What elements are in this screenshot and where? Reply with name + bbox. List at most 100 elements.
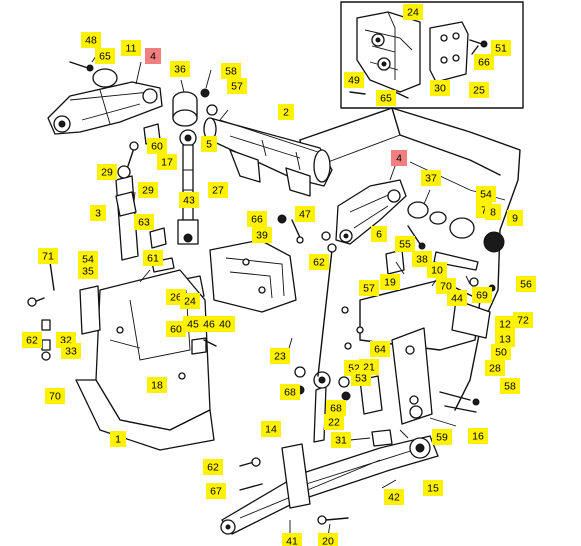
callout-text: 4 [150,51,156,63]
callout-box [199,316,219,332]
callout-box [491,40,511,56]
callout-70: 70 [45,388,65,404]
callout-50: 50 [491,344,511,360]
callout-49: 49 [344,72,364,88]
callout-box [180,293,200,309]
callout-20: 20 [318,533,338,546]
callout-text: 40 [219,319,231,331]
callout-69: 69 [472,287,492,303]
callout-text: 24 [407,7,419,19]
callout-text: 42 [388,492,400,504]
callout-box [206,483,226,499]
callout-text: 18 [151,380,163,392]
callout-28: 28 [485,360,505,376]
callout-13: 13 [495,331,515,347]
callout-box [507,210,523,226]
callout-text: 29 [142,185,154,197]
callout-text: 43 [183,195,195,207]
callout-57: 57 [359,280,379,296]
callout-box [376,90,396,106]
bracket-lower [281,443,311,509]
callout-text: 23 [274,351,286,363]
callout-text: 60 [170,324,182,336]
callout-box [90,205,106,221]
callout-box [138,182,158,198]
callout-box [371,226,387,242]
callout-31: 31 [331,432,351,448]
callout-text: 24 [184,296,196,308]
callout-text: 25 [473,85,485,97]
callout-text: 7 [481,205,487,217]
callout-text: 72 [517,315,529,327]
callout-box [469,82,489,98]
callout-text: 14 [265,424,277,436]
callout-box [38,248,58,264]
callout-text: 50 [495,347,507,359]
callout-text: 66 [251,214,263,226]
callout-61: 61 [143,250,163,266]
callout-box [166,321,186,337]
callout-24: 24 [403,4,423,20]
callout-box [208,182,228,198]
callout-box [474,54,494,70]
callout-62: 62 [22,332,42,348]
callout-box [61,343,81,359]
callout-text: 52 [348,363,360,375]
callout-67: 67 [206,483,226,499]
callout-48: 48 [81,32,101,48]
callout-box [421,170,441,186]
callout-text: 5 [206,139,212,151]
callout-15: 15 [423,480,443,496]
callout-text: 9 [512,213,518,225]
callout-12: 12 [495,316,515,332]
callout-51: 51 [491,40,511,56]
callout-43: 43 [179,192,199,208]
callout-text: 66 [478,57,490,69]
callout-box [326,400,346,416]
callout-text: 56 [520,279,532,291]
callout-text: 55 [399,239,411,251]
callout-23: 23 [270,348,290,364]
callout-text: 6 [376,229,382,241]
callout-box [121,40,141,56]
callout-text: 64 [374,344,386,356]
callout-box [485,204,501,220]
callout-box [472,287,492,303]
callout-text: 45 [187,319,199,331]
callout-text: 60 [151,141,163,153]
callout-text: 17 [161,157,173,169]
callout-33: 33 [61,343,81,359]
callout-box [22,332,42,348]
callout-text: 53 [355,373,367,385]
callout-text: 61 [147,253,159,265]
callout-62: 62 [309,254,329,270]
callout-text: 2 [283,107,289,119]
callout-42: 42 [384,489,404,505]
callout-text: 54 [82,254,94,266]
callout-text: 1 [115,434,121,446]
callout-box [227,78,247,94]
callout-text: 51 [495,43,507,55]
callout-text: 37 [425,173,437,185]
callout-40: 40 [215,316,235,332]
callout-text: 59 [436,432,448,444]
callout-27: 27 [208,182,228,198]
callout-66: 66 [247,211,267,227]
callout-text: 41 [286,536,298,546]
callout-box [403,4,423,20]
callout-text: 33 [65,346,77,358]
callout-box [495,316,515,332]
inset-detail [340,1,524,109]
callout-text: 19 [384,277,396,289]
callout-box [147,377,167,393]
callout-box [215,316,235,332]
callout-6: 6 [371,226,387,242]
callout-54: 54 [476,186,496,202]
callout-text: 70 [49,391,61,403]
callout-text: 70 [440,281,452,293]
callout-box [170,61,190,77]
callout-box [359,280,379,296]
callout-box [331,432,351,448]
callout-9: 9 [507,210,523,226]
